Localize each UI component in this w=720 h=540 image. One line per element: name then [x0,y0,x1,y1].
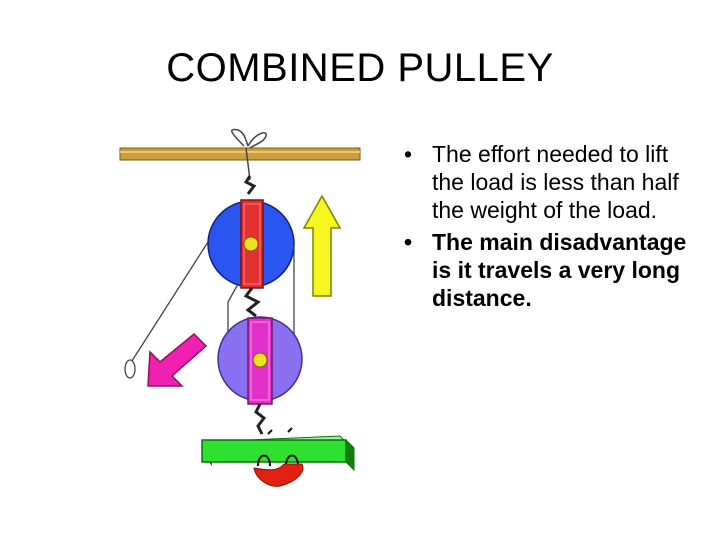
bullet-marker: • [404,141,413,167]
load-weight-icon [253,463,304,487]
link-icon [243,287,261,318]
movable-pulley-icon [217,316,303,405]
bullet-marker: • [404,229,413,255]
rope-knot-icon [231,128,267,181]
bullet-list: • The effort needed to lift the load is … [404,140,704,316]
lower-hook-icon [254,403,267,435]
pulley-illustration [119,128,361,487]
bullet-text: The main disadvantage is it travels a ve… [432,229,687,311]
bullet-item: • The effort needed to lift the load is … [404,140,704,224]
ceiling-beam-icon [119,147,361,161]
up-arrow-icon [302,194,342,297]
load-block-icon [200,427,355,472]
slide-title: COMBINED PULLEY [166,46,554,90]
hook-icon [243,175,257,195]
pull-ring-icon [124,359,136,379]
effort-arrow-icon [147,332,208,387]
fixed-pulley-icon [207,199,295,289]
bullet-text: The effort needed to lift the load is le… [432,141,679,223]
bullet-item: • The main disadvantage is it travels a … [404,228,704,312]
